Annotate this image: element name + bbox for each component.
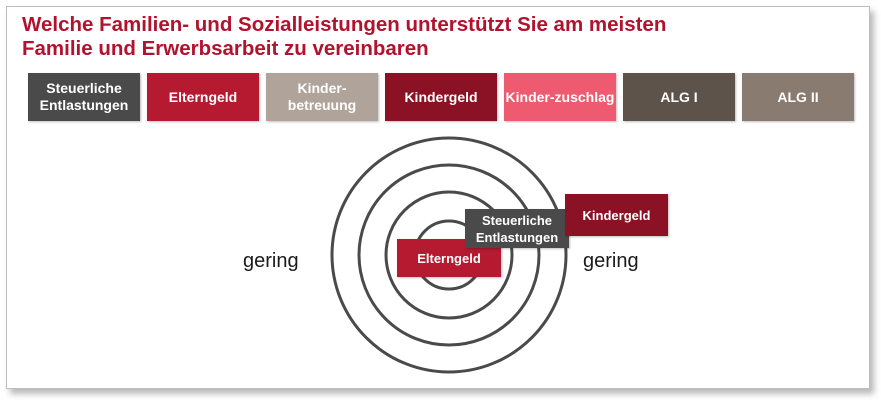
slide-frame [6, 6, 870, 389]
legend-label: Kindergeld [404, 88, 478, 105]
title-line-1: Welche Familien- und Sozialleistungen un… [22, 13, 667, 36]
legend-elterngeld: Elterngeld [147, 73, 259, 121]
legend-label: Kinder- [297, 80, 347, 96]
legend-label: ALG II [777, 88, 819, 105]
legend-kinderbetreuung: Kinder- betreuung [266, 73, 378, 121]
placed-label: Kindergeld [582, 207, 651, 223]
placed-label: Entlastungen [475, 229, 559, 245]
legend-label: ALG I [660, 88, 698, 105]
placed-kindergeld: Kindergeld [565, 194, 668, 236]
label-gering-right: gering [583, 250, 639, 272]
legend-label: betreuung [287, 97, 357, 113]
legend-kindergeld: Kindergeld [385, 73, 497, 121]
placed-label: Steuerliche [481, 212, 553, 228]
legend-label: Steuerliche [46, 80, 122, 96]
placed-label: Elterngeld [417, 250, 481, 266]
target-ring-outer [330, 136, 568, 374]
legend-steuerliche-entlastungen: Steuerliche Entlastungen [28, 73, 140, 121]
legend-alg-2: ALG II [742, 73, 854, 121]
slide-title: Welche Familien- und Sozialleistungen un… [22, 13, 666, 61]
legend-label: Entlastungen [39, 97, 129, 113]
label-gering-left: gering [243, 250, 299, 272]
placed-steuerliche-entlastungen: Steuerliche Entlastungen [465, 209, 569, 248]
title-line-2: Familie und Erwerbsarbeit zu vereinbaren [22, 37, 429, 60]
legend-label: Kinder-zuschlag [505, 88, 615, 105]
legend-label: Elterngeld [168, 88, 238, 105]
target-ring-2 [384, 190, 514, 320]
legend-kinderzuschlag: Kinder-zuschlag [504, 73, 616, 121]
legend-alg-1: ALG I [623, 73, 735, 121]
target-ring-3 [357, 163, 541, 347]
